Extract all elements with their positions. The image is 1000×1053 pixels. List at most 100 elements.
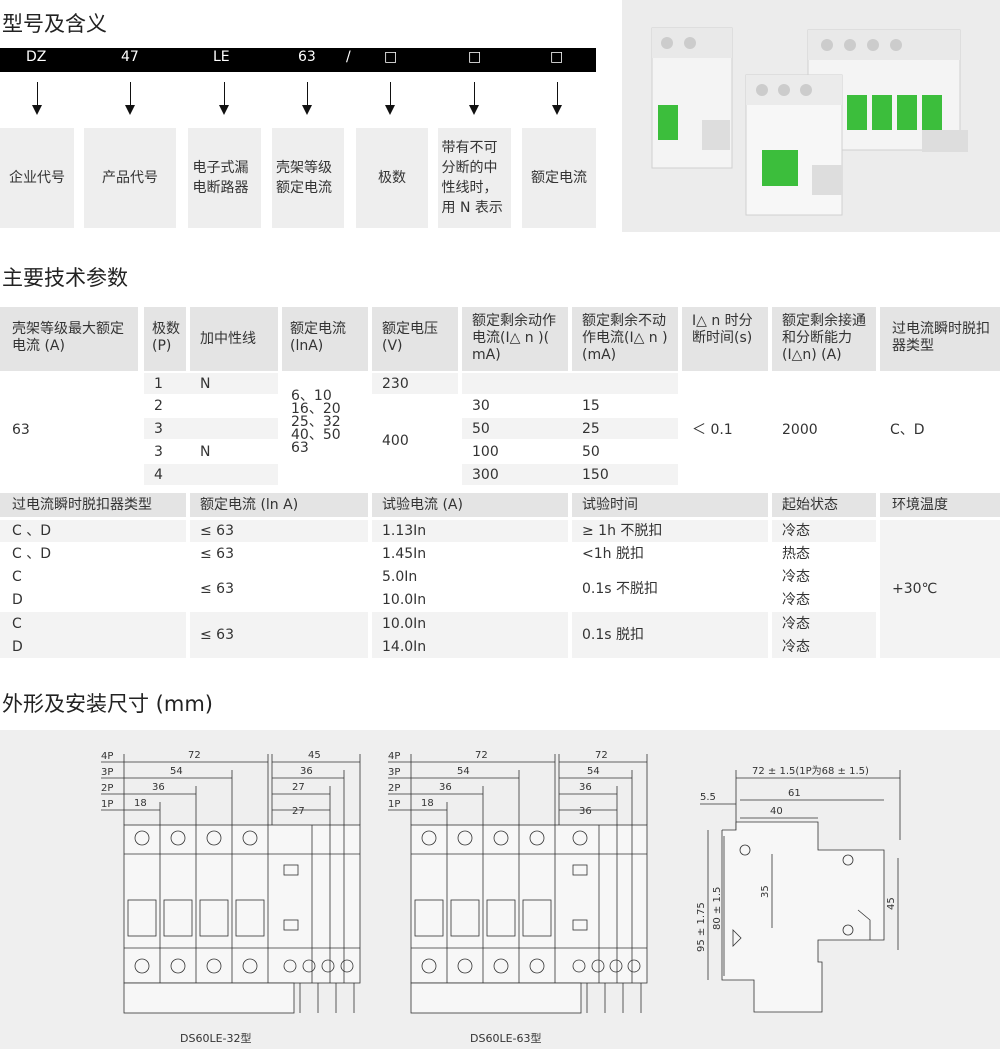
pole-label: 1P — [101, 799, 113, 810]
product-photo — [622, 0, 1000, 232]
poles-value: 3 — [154, 444, 163, 460]
poles-value: 2 — [154, 398, 163, 414]
code-part: □ — [468, 49, 482, 65]
dimension-label: 5.5 — [700, 792, 716, 803]
down-arrow-icon — [32, 82, 42, 115]
rated-current-cell: ≤ 63 — [200, 581, 234, 597]
test-current-cell: 10.0In — [382, 616, 427, 632]
trip-type-cell: C — [12, 569, 22, 585]
section-title-model: 型号及含义 — [2, 12, 107, 36]
state-cell: 冷态 — [782, 639, 810, 655]
table-header: Ⅰ△ n 时分断时间(s) — [682, 307, 768, 371]
code-part: DZ — [26, 49, 47, 65]
poles-value: 3 — [154, 421, 163, 437]
test-current-cell: 14.0In — [382, 639, 427, 655]
code-part: 47 — [121, 49, 139, 65]
down-arrow-icon — [385, 82, 395, 115]
section-title-dimensions: 外形及安装尺寸 (mm) — [2, 692, 213, 716]
dimension-drawings: 4P 3P 2P 1P 72 54 36 18 — [0, 730, 1000, 1049]
poles-value: 1 — [154, 376, 163, 392]
rated-current-values: 6、10 16、20 25、32 40、50 63 — [291, 388, 341, 456]
state-cell: 热态 — [782, 546, 810, 562]
table-header: 加中性线 — [190, 307, 278, 371]
dimension-label: 61 — [788, 788, 801, 799]
code-part: LE — [213, 49, 230, 65]
neutral-value: N — [200, 444, 211, 460]
meaning-box: 额定电流 — [522, 128, 596, 228]
pole-label: 3P — [101, 767, 113, 778]
dimension-label: 72 — [475, 750, 488, 761]
trip-type-cell: C — [12, 616, 22, 632]
table-header: 过电流瞬时脱扣器类型 — [880, 307, 1000, 371]
meaning-box: 壳架等级额定电流 — [272, 128, 344, 228]
neutral-value: N — [200, 376, 211, 392]
test-current-cell: 10.0In — [382, 592, 427, 608]
residual-nonop-value: 50 — [582, 444, 600, 460]
dimension-label: 72 — [595, 750, 608, 761]
residual-nonop-value: 15 — [582, 398, 600, 414]
dimension-label: 45 — [886, 897, 897, 910]
table-header: 额定剩余接通和分断能力(Ⅰ△n) (A) — [772, 307, 876, 371]
dimension-label: 54 — [170, 766, 183, 777]
model-code-bar: DZ 47 LE 63 / □ □ □ — [0, 48, 596, 72]
table-header: 额定电流 (ln A) — [190, 493, 368, 517]
code-part: □ — [384, 49, 398, 65]
residual-nonop-value: 25 — [582, 421, 600, 437]
meaning-box: 电子式漏电断路器 — [188, 128, 261, 228]
meaning-box: 极数 — [356, 128, 428, 228]
pole-label: 1P — [388, 799, 400, 810]
break-time-value: ＜ 0.1 — [692, 422, 733, 438]
pole-label: 2P — [388, 783, 400, 794]
dimension-label: 36 — [439, 782, 452, 793]
dimension-label: 54 — [587, 766, 600, 777]
down-arrow-icon — [552, 82, 562, 115]
poles-value: 4 — [154, 467, 163, 483]
table-header: 起始状态 — [772, 493, 876, 517]
side-view-drawing: 72 ± 1.5(1P为68 ± 1.5) 5.5 61 40 95 ± 1.7… — [696, 765, 901, 1013]
dimension-label: 72 — [188, 750, 201, 761]
dimension-label: 18 — [421, 798, 434, 809]
dimension-label: 36 — [300, 766, 313, 777]
table-header: 极数(P) — [144, 307, 186, 371]
test-time-cell: 0.1s 不脱扣 — [582, 581, 659, 597]
test-current-cell: 1.45In — [382, 546, 427, 562]
pole-label: 2P — [101, 783, 113, 794]
dimension-label: 18 — [134, 798, 147, 809]
ambient-temp: +30℃ — [892, 581, 938, 597]
down-arrow-icon — [125, 82, 135, 115]
trip-type-cell: D — [12, 592, 23, 608]
table-header: 额定剩余动作电流(Ⅰ△ n )( mA) — [462, 307, 568, 371]
code-part: 63 — [298, 49, 316, 65]
dimension-label: 35 — [760, 885, 771, 898]
dimension-label: 36 — [152, 782, 165, 793]
dimension-label: 40 — [770, 806, 783, 817]
down-arrow-icon — [469, 82, 479, 115]
trip-type-cell: C 、D — [12, 546, 52, 562]
drawing-ds60le-32: 4P 3P 2P 1P 72 54 36 18 — [101, 750, 361, 1045]
down-arrow-icon — [302, 82, 312, 115]
test-time-cell: 0.1s 脱扣 — [582, 627, 645, 643]
table-header: 过电流瞬时脱扣器类型 — [0, 493, 186, 517]
pole-label: 4P — [388, 751, 400, 762]
drawing-ds60le-63: 4P 3P 2P 1P 72 54 36 18 72 — [388, 750, 648, 1045]
drawing-caption: DS60LE-32型 — [180, 1031, 252, 1045]
meaning-box: 产品代号 — [84, 128, 176, 228]
table-header: 壳架等级最大额定电流 (A) — [0, 307, 138, 371]
section-title-params: 主要技术参数 — [2, 266, 128, 290]
state-cell: 冷态 — [782, 592, 810, 608]
dimension-label: 72 ± 1.5(1P为68 ± 1.5) — [752, 765, 869, 777]
code-part: / — [346, 49, 351, 65]
frame-current: 63 — [12, 422, 30, 438]
trip-type-cell: C 、D — [12, 523, 52, 539]
dimension-label: 45 — [308, 750, 321, 761]
down-arrow-icon — [219, 82, 229, 115]
table-header: 额定电流(lnA) — [282, 307, 368, 371]
test-time-cell: ≥ 1h 不脱扣 — [582, 523, 663, 539]
test-current-cell: 1.13In — [382, 523, 427, 539]
pole-label: 4P — [101, 751, 113, 762]
drawing-caption: DS60LE-63型 — [470, 1031, 542, 1045]
test-current-cell: 5.0In — [382, 569, 418, 585]
table-header: 环境温度 — [880, 493, 1000, 517]
capacity-value: 2000 — [782, 422, 818, 438]
dimension-label: 27 — [292, 782, 305, 793]
